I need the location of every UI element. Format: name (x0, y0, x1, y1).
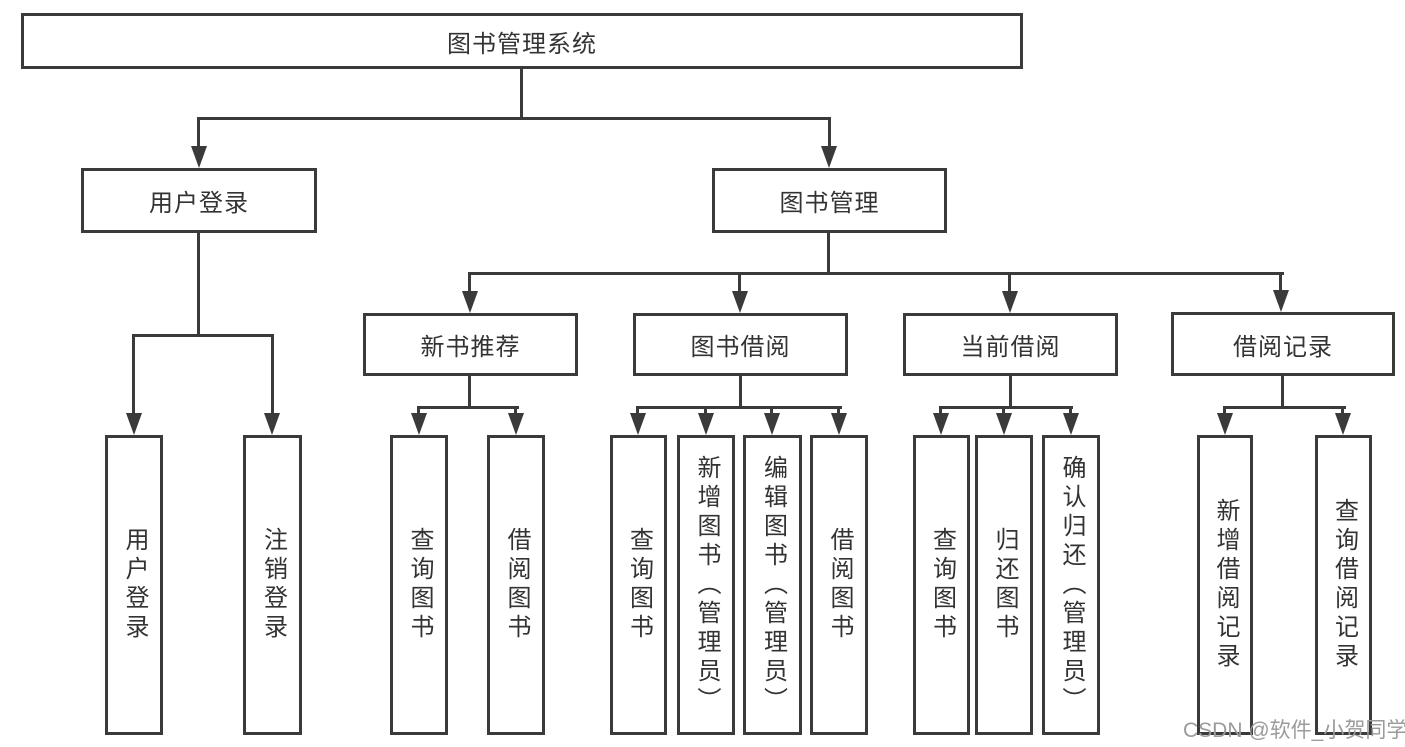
connector-line (514, 406, 517, 416)
node-nbr-query-label: 查询图书 (406, 527, 433, 643)
connector-line (468, 376, 471, 409)
node-bb-borrow: 借阅图书 (810, 435, 868, 735)
connector-line (1223, 406, 1346, 409)
node-login: 用户登录 (105, 435, 163, 735)
connector-line (704, 406, 707, 416)
node-nbr-borrow: 借阅图书 (487, 435, 545, 735)
connector-arrowhead (1002, 291, 1018, 313)
connector-arrowhead (411, 413, 427, 435)
connector-arrowhead (264, 413, 280, 435)
node-br-query: 查询借阅记录 (1315, 435, 1372, 735)
connector-arrowhead (1063, 413, 1079, 435)
connector-arrowhead (698, 413, 714, 435)
connector-line (828, 117, 831, 148)
node-book-borrow-label: 图书借阅 (690, 334, 791, 361)
node-logout: 注销登录 (243, 435, 302, 735)
node-bb-query-label: 查询图书 (625, 527, 653, 643)
connector-line (1223, 406, 1226, 416)
connector-arrowhead (732, 291, 748, 313)
connector-arrowhead (996, 413, 1012, 435)
connector-line (468, 272, 471, 294)
connector-line (417, 406, 420, 416)
node-cb-confirm-label: 确认归还（管理员） (1058, 454, 1085, 716)
node-bb-edit-label: 编辑图书（管理员） (759, 454, 787, 716)
connector-line (827, 233, 830, 275)
connector-line (636, 406, 639, 416)
connector-line (636, 406, 842, 409)
node-br-add: 新增借阅记录 (1197, 435, 1253, 735)
connector-line (132, 334, 135, 416)
node-user-login-label: 用户登录 (149, 190, 249, 217)
connector-line (197, 117, 831, 120)
connector-line (1281, 376, 1284, 409)
connector-line (197, 117, 200, 148)
watermark: CSDN @软件_小贺同学 (1183, 719, 1405, 742)
connector-line (1002, 406, 1005, 416)
connector-line (417, 406, 519, 409)
connector-line (837, 406, 840, 416)
connector-line (1008, 272, 1011, 294)
connector-arrowhead (126, 413, 142, 435)
node-bb-add: 新增图书（管理员） (677, 435, 735, 735)
connector-line (1009, 376, 1012, 409)
connector-arrowhead (764, 413, 780, 435)
node-bb-query: 查询图书 (610, 435, 667, 735)
node-root: 图书管理系统 (21, 13, 1023, 69)
connector-line (132, 334, 274, 337)
connector-line (468, 272, 1284, 275)
connector-arrowhead (1217, 413, 1233, 435)
connector-line (520, 69, 523, 117)
node-user-login: 用户登录 (81, 168, 317, 233)
connector-arrowhead (1335, 413, 1351, 435)
node-login-label: 用户登录 (121, 527, 148, 643)
connector-arrowhead (831, 413, 847, 435)
node-nbr-query: 查询图书 (390, 435, 448, 735)
node-current-borrow: 当前借阅 (903, 313, 1118, 376)
connector-line (738, 272, 741, 294)
node-book-borrow: 图书借阅 (633, 313, 848, 376)
connector-arrowhead (462, 291, 478, 313)
connector-line (770, 406, 773, 416)
node-bb-add-label: 新增图书（管理员） (693, 454, 720, 716)
node-cb-query: 查询图书 (913, 435, 970, 735)
connector-line (1279, 272, 1282, 294)
connector-arrowhead (821, 146, 837, 168)
node-bb-edit: 编辑图书（管理员） (743, 435, 802, 735)
node-cb-return-label: 归还图书 (991, 527, 1018, 643)
connector-line (739, 376, 742, 409)
node-current-borrow-label: 当前借阅 (960, 334, 1061, 361)
connector-line (1069, 406, 1072, 416)
connector-line (197, 233, 200, 337)
connector-arrowhead (933, 413, 949, 435)
node-book-mgmt: 图书管理 (712, 168, 947, 233)
connector-line (271, 334, 274, 416)
node-cb-confirm: 确认归还（管理员） (1042, 435, 1100, 735)
node-bb-borrow-label: 借阅图书 (826, 527, 853, 643)
connector-arrowhead (630, 413, 646, 435)
node-borrow-record-label: 借阅记录 (1233, 333, 1333, 361)
connector-arrowhead (1273, 290, 1289, 312)
node-new-book-rec-label: 新书推荐 (420, 334, 521, 361)
node-cb-query-label: 查询图书 (928, 527, 956, 643)
node-new-book-rec: 新书推荐 (363, 313, 578, 376)
node-br-add-label: 新增借阅记录 (1212, 498, 1239, 672)
node-nbr-borrow-label: 借阅图书 (503, 527, 530, 643)
connector-arrowhead (508, 413, 524, 435)
connector-arrowhead (191, 146, 207, 168)
connector-line (939, 406, 1073, 409)
connector-line (1341, 406, 1344, 416)
node-root-label: 图书管理系统 (447, 30, 597, 58)
node-book-mgmt-label: 图书管理 (779, 190, 880, 217)
connector-line (939, 406, 942, 416)
node-logout-label: 注销登录 (259, 527, 287, 643)
node-br-query-label: 查询借阅记录 (1330, 498, 1358, 672)
node-cb-return: 归还图书 (975, 435, 1033, 735)
node-borrow-record: 借阅记录 (1171, 312, 1395, 376)
